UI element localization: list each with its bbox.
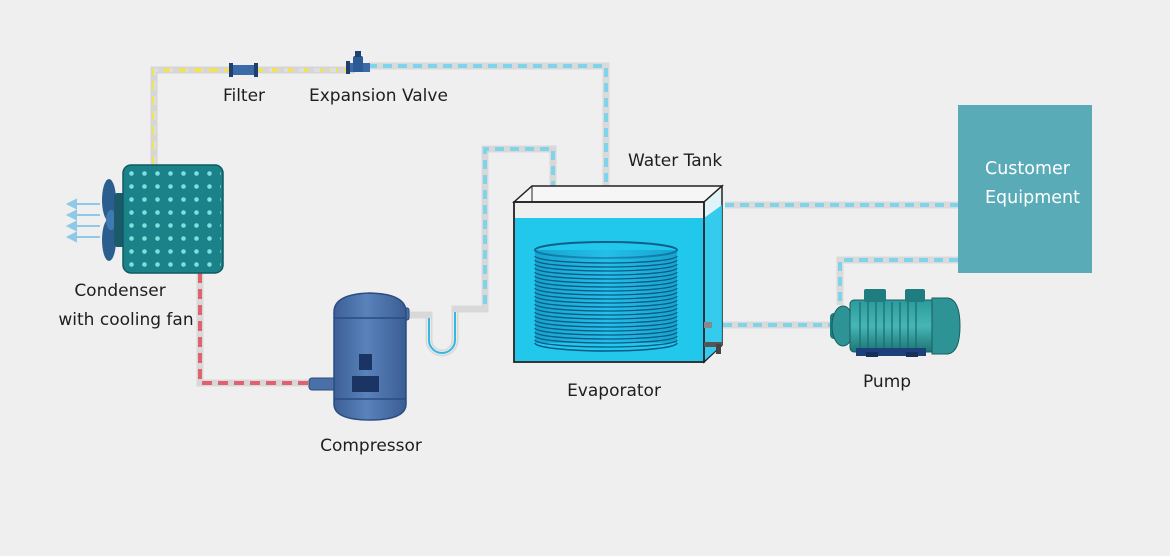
condenser-icon	[65, 164, 224, 274]
coil-ring	[534, 307, 678, 316]
compressor-label: Compressor	[320, 436, 422, 456]
coil-ring	[534, 263, 678, 272]
filter-icon	[229, 63, 258, 77]
compressor-icon	[308, 292, 410, 421]
condenser-label-line1: Condenser	[74, 281, 166, 301]
coil-ring	[534, 315, 678, 324]
coil-ring	[534, 283, 678, 292]
coil-ring	[534, 287, 678, 296]
expansion-valve-label: Expansion Valve	[309, 86, 448, 106]
customer-equipment-label-line2: Equipment	[985, 188, 1080, 208]
water-tank-label: Water Tank	[628, 151, 723, 171]
coil-ring	[534, 299, 678, 308]
coil-ring	[534, 311, 678, 320]
water-tank-icon	[512, 184, 724, 364]
coil-ring	[534, 303, 678, 312]
evaporator-coil-icon	[534, 241, 678, 352]
coil-ring	[534, 295, 678, 304]
coil-ring	[534, 279, 678, 288]
coil-ring	[534, 255, 678, 264]
coil-ring	[534, 267, 678, 276]
filter-label: Filter	[222, 86, 266, 106]
customer-equipment-label-line1: Customer	[985, 159, 1071, 179]
coil-ring	[534, 271, 678, 280]
customer-equipment-box	[958, 105, 1092, 273]
expansion-valve-icon	[346, 51, 370, 74]
return-water-pipe	[836, 256, 958, 305]
coil-ring	[534, 275, 678, 284]
hot-gas-pipe	[196, 273, 312, 387]
coil-ring	[534, 319, 678, 328]
coil-ring	[534, 331, 678, 340]
pump-label: Pump	[862, 372, 912, 392]
coil-ring	[534, 291, 678, 300]
coil-ring	[534, 335, 678, 344]
coil-ring	[534, 323, 678, 332]
evaporator-label: Evaporator	[567, 381, 661, 401]
coil-ring	[534, 339, 678, 348]
coil-ring	[534, 327, 678, 336]
coil-ring	[534, 259, 678, 268]
condenser-label-line2: with cooling fan	[58, 310, 194, 330]
pump-icon	[830, 289, 961, 357]
liquid-line-pipe	[150, 66, 355, 165]
